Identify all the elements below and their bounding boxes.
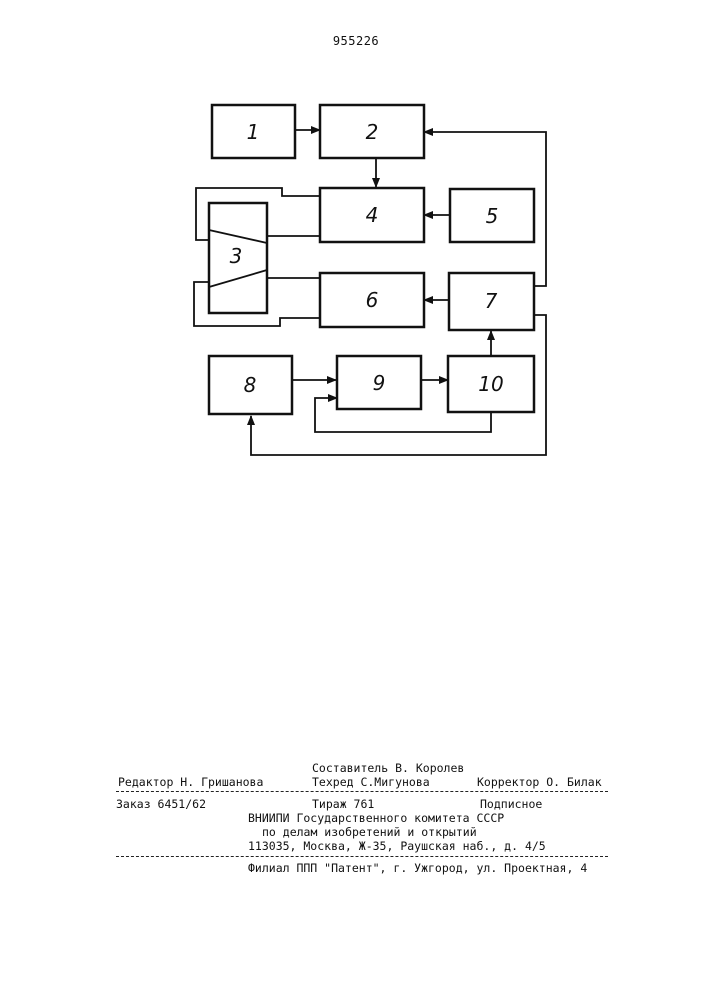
divider-top bbox=[116, 791, 608, 792]
order-line: Заказ 6451/62 bbox=[116, 797, 206, 811]
techred-line: Техред С.Мигунова bbox=[312, 775, 430, 789]
subscription-line: Подписное bbox=[480, 797, 542, 811]
branch-line: Филиал ППП "Патент", г. Ужгород, ул. Про… bbox=[248, 861, 587, 875]
divider-bottom bbox=[116, 856, 608, 857]
org-line-1: ВНИИПИ Государственного комитета СССР bbox=[248, 811, 504, 825]
compiler-line: Составитель В. Королев bbox=[312, 761, 464, 775]
org-line-2: по делам изобретений и открытий bbox=[262, 825, 477, 839]
editor-line: Редактор Н. Гришанова bbox=[118, 775, 263, 789]
corrector-line: Корректор О. Билак bbox=[477, 775, 602, 789]
org-address: 113035, Москва, Ж-35, Раушская наб., д. … bbox=[248, 839, 546, 853]
print-run-line: Тираж 761 bbox=[312, 797, 374, 811]
